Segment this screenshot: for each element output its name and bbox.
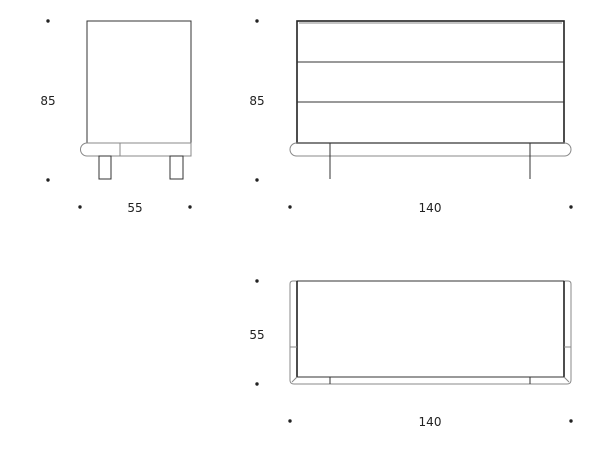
dimension-dot [188, 205, 192, 209]
top-depth-label: 55 [249, 328, 264, 342]
side-body [86, 20, 192, 144]
dimension-dot [569, 205, 573, 209]
side-leg [169, 155, 184, 180]
side-base [80, 142, 192, 157]
side-leg [98, 155, 112, 180]
front-base [289, 142, 572, 157]
dimension-dot [255, 19, 259, 23]
side-depth-label: 55 [127, 201, 142, 215]
dimension-dot [255, 382, 259, 386]
top-outline [289, 280, 572, 385]
front-height-label: 85 [249, 94, 264, 108]
dimension-dot [288, 419, 292, 423]
top-corner [563, 376, 570, 383]
dimension-dot [46, 178, 50, 182]
side-height-label: 85 [40, 94, 55, 108]
dimension-dot [569, 419, 573, 423]
dimension-dot [288, 205, 292, 209]
top-view: 55 140 [249, 279, 573, 429]
top-width-label: 140 [419, 415, 442, 429]
dimension-dot [46, 19, 50, 23]
dimension-dot [78, 205, 82, 209]
top-corner [291, 376, 298, 383]
front-width-label: 140 [419, 201, 442, 215]
front-view: 85 140 [249, 19, 573, 215]
dimension-dot [255, 178, 259, 182]
dimension-dot [255, 279, 259, 283]
front-body [296, 20, 565, 144]
side-view: 85 55 [40, 19, 192, 215]
